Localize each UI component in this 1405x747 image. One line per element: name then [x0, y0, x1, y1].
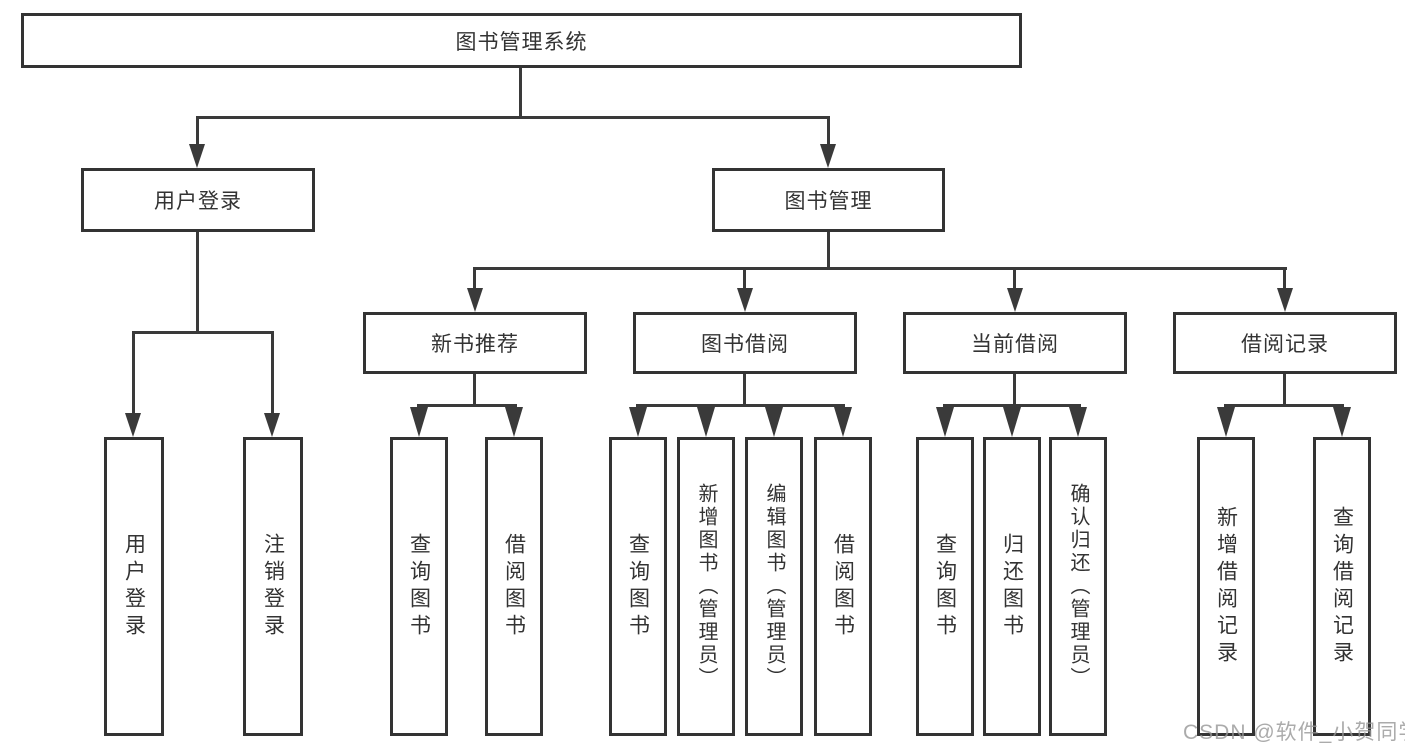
arrow-down-icon: [1277, 288, 1293, 312]
leaf-add-borrow-record: 新增借阅记录: [1197, 437, 1255, 736]
connector-line: [132, 331, 274, 334]
connector-line: [1013, 267, 1016, 288]
node-label: 查询图书: [626, 532, 650, 641]
node-label: 新书推荐: [431, 333, 519, 356]
connector-line: [519, 68, 522, 118]
arrow-down-icon: [189, 144, 205, 168]
leaf-current-query-books: 查询图书: [916, 437, 974, 736]
connector-line: [473, 267, 1287, 270]
connector-line: [196, 232, 199, 332]
node-current-borrowing: 当前借阅: [903, 312, 1127, 374]
node-label: 用户登录: [122, 532, 146, 641]
connector-line: [132, 331, 135, 413]
node-label: 图书管理系统: [455, 30, 588, 54]
node-label: 图书管理: [784, 190, 873, 213]
node-borrow-records: 借阅记录: [1173, 312, 1397, 374]
connector-line: [1224, 404, 1344, 407]
arrow-down-icon: [765, 407, 783, 437]
node-label: 新增借阅记录: [1214, 505, 1238, 668]
leaf-user-login: 用户登录: [104, 437, 164, 736]
connector-line: [743, 374, 746, 406]
arrow-down-icon: [1069, 407, 1087, 437]
arrow-down-icon: [410, 407, 428, 437]
node-book-management: 图书管理: [712, 168, 945, 232]
leaf-recommend-borrow-books: 借阅图书: [485, 437, 543, 736]
arrow-down-icon: [505, 407, 523, 437]
node-new-book-recommend: 新书推荐: [363, 312, 587, 374]
arrow-down-icon: [629, 407, 647, 437]
connector-line: [943, 404, 1081, 407]
arrow-down-icon: [1333, 407, 1351, 437]
arrow-down-icon: [697, 407, 715, 437]
node-label: 查询借阅记录: [1330, 505, 1354, 668]
connector-line: [1013, 374, 1016, 406]
arrow-down-icon: [467, 288, 483, 312]
node-label: 当前借阅: [971, 333, 1059, 356]
arrow-down-icon: [1003, 407, 1021, 437]
connector-line: [827, 116, 830, 146]
arrow-down-icon: [820, 144, 836, 168]
connector-line: [473, 374, 476, 406]
arrow-down-icon: [737, 288, 753, 312]
node-book-borrowing: 图书借阅: [633, 312, 857, 374]
arrow-down-icon: [1217, 407, 1235, 437]
csdn-watermark: CSDN @软件_小贺同学: [1183, 721, 1405, 744]
node-label: 注销登录: [261, 532, 285, 641]
leaf-borrow-books: 借阅图书: [814, 437, 872, 736]
node-library-system: 图书管理系统: [21, 13, 1022, 68]
connector-line: [196, 116, 199, 146]
node-label: 借阅记录: [1241, 333, 1329, 356]
connector-line: [1283, 267, 1286, 288]
connector-line: [1283, 374, 1286, 406]
node-label: 用户登录: [154, 190, 242, 213]
leaf-query-borrow-record: 查询借阅记录: [1313, 437, 1371, 736]
node-label: 新增图书（管理员）: [695, 483, 717, 690]
leaf-edit-books-admin: 编辑图书（管理员）: [745, 437, 803, 736]
node-label: 归还图书: [1000, 532, 1024, 641]
connector-line: [196, 116, 830, 119]
node-user-login: 用户登录: [81, 168, 315, 232]
leaf-add-books-admin: 新增图书（管理员）: [677, 437, 735, 736]
connector-line: [827, 232, 830, 269]
leaf-confirm-return-admin: 确认归还（管理员）: [1049, 437, 1107, 736]
arrow-down-icon: [834, 407, 852, 437]
arrow-down-icon: [125, 413, 141, 437]
arrow-down-icon: [936, 407, 954, 437]
node-label: 查询图书: [933, 532, 957, 641]
leaf-recommend-query-books: 查询图书: [390, 437, 448, 736]
node-label: 编辑图书（管理员）: [763, 483, 785, 690]
leaf-return-books: 归还图书: [983, 437, 1041, 736]
arrow-down-icon: [1007, 288, 1023, 312]
node-label: 确认归还（管理员）: [1067, 483, 1089, 690]
connector-line: [473, 267, 476, 288]
node-label: 查询图书: [407, 532, 431, 641]
connector-line: [636, 404, 845, 407]
connector-line: [743, 267, 746, 288]
leaf-logout: 注销登录: [243, 437, 303, 736]
connector-line: [271, 331, 274, 413]
node-label: 借阅图书: [502, 532, 526, 641]
leaf-borrowing-query-books: 查询图书: [609, 437, 667, 736]
node-label: 借阅图书: [831, 532, 855, 641]
connector-line: [417, 404, 517, 407]
node-label: 图书借阅: [701, 333, 789, 356]
arrow-down-icon: [264, 413, 280, 437]
